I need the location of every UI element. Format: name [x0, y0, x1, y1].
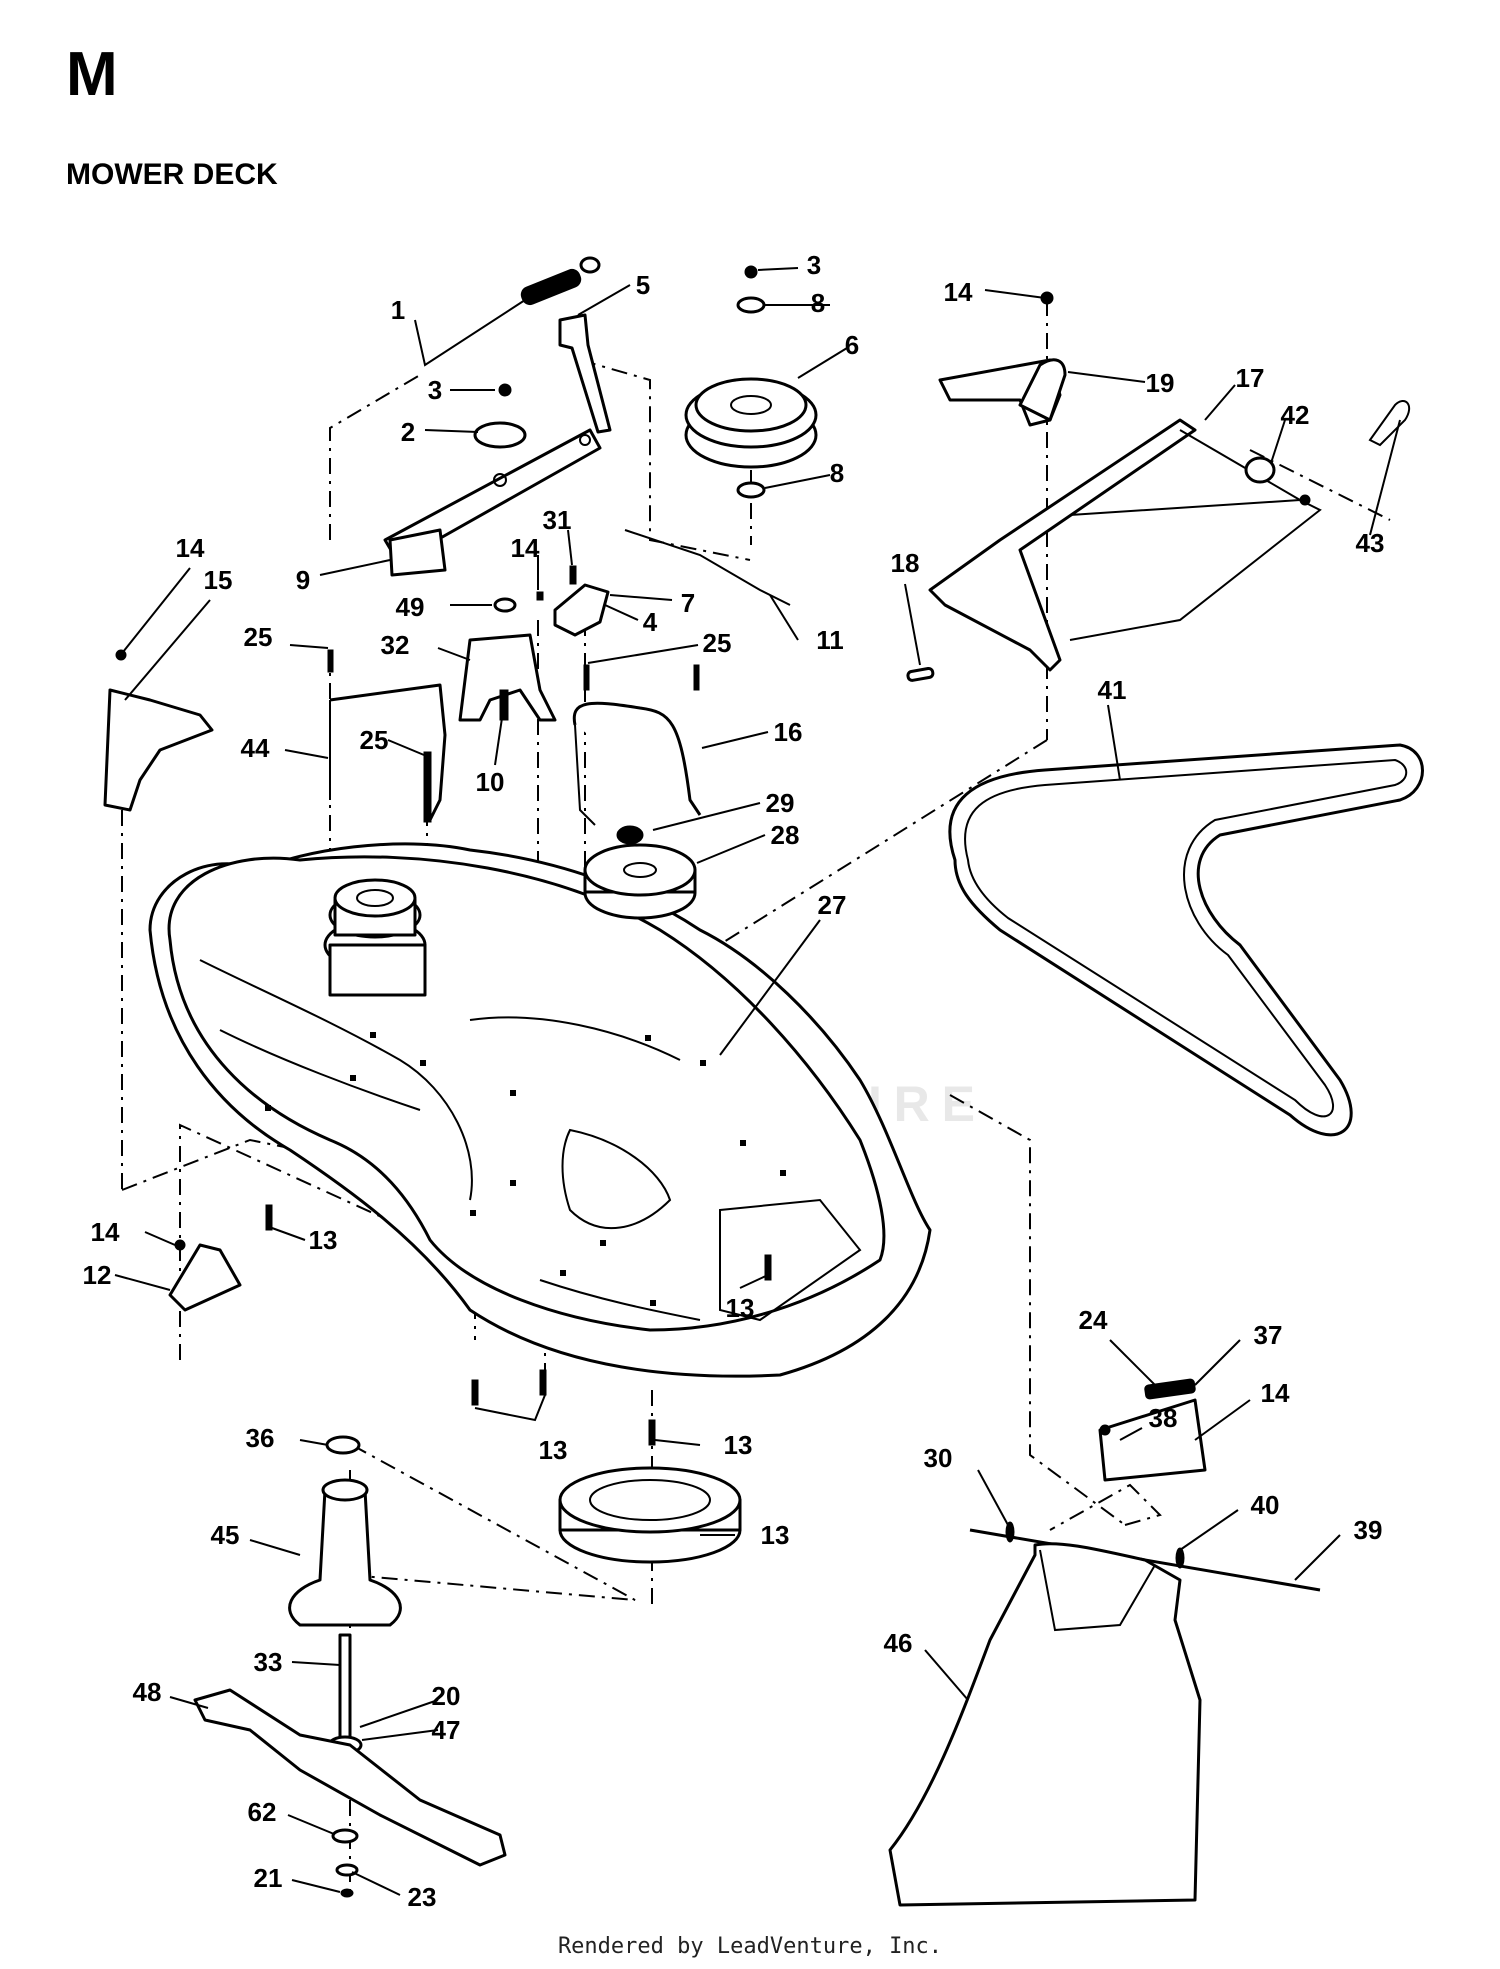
- page-title: MOWER DECK: [66, 158, 278, 191]
- callout-label: 39: [1354, 1515, 1383, 1545]
- part-chute-plate: [1098, 1378, 1207, 1482]
- callout-label: 14: [1261, 1378, 1290, 1408]
- part-lever: [558, 313, 612, 434]
- part-grass-chute: [888, 1542, 1202, 1907]
- deck-spindle-assembly: [323, 878, 427, 997]
- callout-label: 41: [1098, 675, 1127, 705]
- callout-label: 33: [254, 1647, 283, 1677]
- callout-label: 48: [133, 1677, 162, 1707]
- callout-label: 42: [1281, 400, 1310, 430]
- callout-label: 49: [396, 592, 425, 622]
- callout-label: 11: [816, 625, 844, 655]
- callout-label: 20: [432, 1681, 461, 1711]
- callout-label: 4: [643, 607, 658, 637]
- callout-label: 46: [884, 1628, 913, 1658]
- callout-label: 27: [818, 890, 847, 920]
- callout-label: 18: [891, 548, 920, 578]
- part-bolts-13: [265, 1204, 772, 1446]
- callout-label: 37: [1254, 1320, 1283, 1350]
- callout-label: 43: [1356, 528, 1385, 558]
- callout-label: 8: [830, 458, 844, 488]
- part-mounting-bracket: [458, 597, 557, 722]
- callout-label: 19: [1146, 368, 1175, 398]
- leader-lines: [114, 267, 1401, 1896]
- callout-labels: 1 3 5 3 8 6 14 19 17 42 43 2 8 9 31 14 7…: [83, 250, 1385, 1912]
- callout-label: 36: [246, 1423, 275, 1453]
- callout-label: 3: [807, 250, 821, 280]
- callout-label: 6: [845, 330, 859, 360]
- callout-label: 29: [766, 788, 795, 818]
- callout-label: 40: [1251, 1490, 1280, 1520]
- footer-credit: Rendered by LeadVenture, Inc.: [557, 1934, 943, 1959]
- part-drive-belt: [948, 743, 1424, 1137]
- callout-label: 13: [309, 1225, 338, 1255]
- part-spindle-housing: [288, 1435, 402, 1627]
- callout-label: 12: [83, 1260, 112, 1290]
- callout-label: 3: [428, 375, 442, 405]
- callout-label: 17: [1236, 363, 1265, 393]
- callout-label: 10: [476, 767, 505, 797]
- part-hinge-bracket: [938, 291, 1067, 427]
- callout-label: 7: [681, 588, 695, 618]
- callout-label: 13: [539, 1435, 568, 1465]
- callout-label: 15: [204, 565, 233, 595]
- callout-label: 14: [511, 533, 540, 563]
- callout-label: 5: [636, 270, 650, 300]
- part-rod-44: [327, 649, 700, 823]
- callout-label: 30: [924, 1443, 953, 1473]
- callout-label: 45: [211, 1520, 240, 1550]
- callout-label: 14: [176, 533, 205, 563]
- callout-label: 24: [1079, 1305, 1108, 1335]
- callout-label: 21: [254, 1863, 283, 1893]
- part-blade-fasteners: [331, 1828, 359, 1898]
- callout-label: 13: [724, 1430, 753, 1460]
- callout-label: 25: [244, 622, 273, 652]
- callout-label: 2: [401, 417, 415, 447]
- callout-label: 1: [391, 295, 405, 325]
- callout-label: 31: [543, 505, 572, 535]
- part-drive-pulley: [583, 825, 697, 920]
- section-letter: M: [66, 40, 118, 109]
- part-corner-bracket: [103, 649, 214, 812]
- callout-label: 14: [944, 277, 973, 307]
- part-chute-frame: [928, 400, 1411, 672]
- part-spring: [520, 256, 601, 306]
- callout-label: 44: [241, 733, 270, 763]
- callout-label: 32: [381, 630, 410, 660]
- part-rod: [624, 529, 791, 606]
- part-bearing-ring: [558, 1466, 742, 1564]
- callout-label: 8: [811, 288, 825, 318]
- callout-label: 62: [248, 1797, 277, 1827]
- callout-label: 25: [703, 628, 732, 658]
- part-idler-pulley: [684, 265, 818, 499]
- callout-label: 13: [726, 1293, 755, 1323]
- callout-label: 23: [408, 1882, 437, 1912]
- callout-label: 25: [360, 725, 389, 755]
- part-bracket: [536, 565, 610, 637]
- callout-label: 16: [774, 717, 803, 747]
- part-blade: [193, 1688, 507, 1867]
- part-idler-arm: [383, 428, 602, 577]
- callout-label: 38: [1149, 1403, 1178, 1433]
- part-pin: [906, 666, 935, 682]
- part-spindle-shaft: [327, 1633, 363, 1755]
- part-idler-pulley-small: [473, 383, 527, 449]
- mower-deck-housing: [148, 842, 932, 1378]
- callout-label: 13: [761, 1520, 790, 1550]
- callout-label: 47: [432, 1715, 461, 1745]
- callout-label: 28: [771, 820, 800, 850]
- callout-label: 9: [296, 565, 310, 595]
- part-belt-guide: [572, 701, 702, 826]
- callout-label: 14: [91, 1217, 120, 1247]
